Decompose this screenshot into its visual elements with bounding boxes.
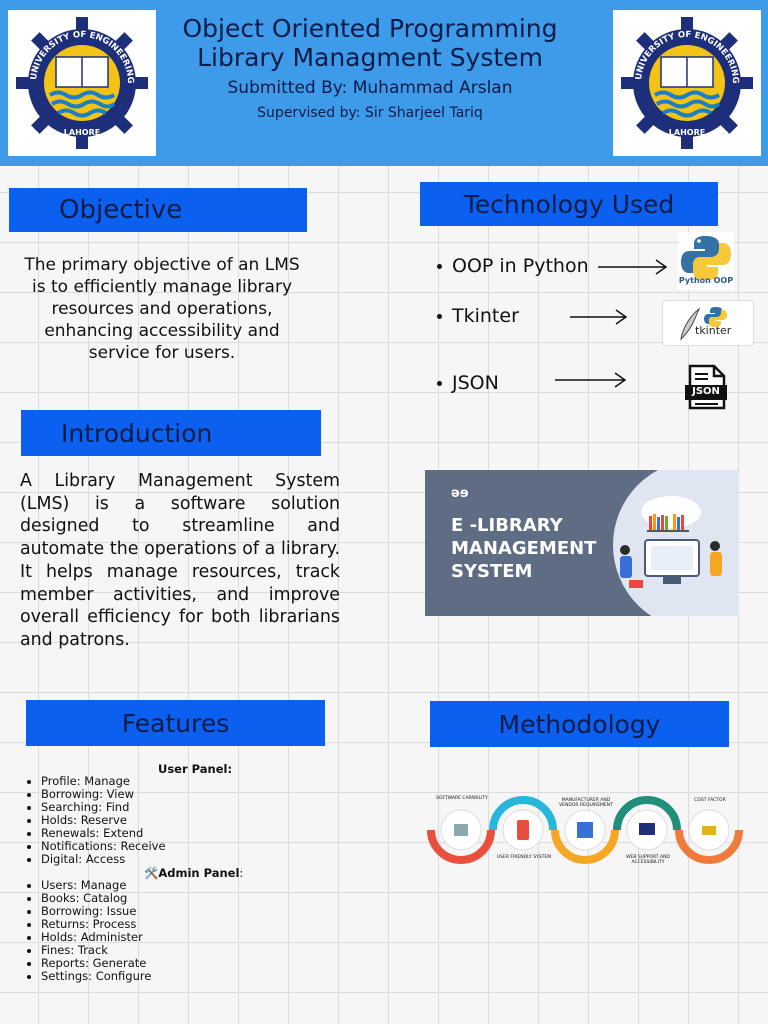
tech-item-tkinter: Tkinter bbox=[437, 305, 519, 327]
list-item: Digital: Access bbox=[41, 853, 241, 866]
list-item: Fines: Track bbox=[41, 944, 241, 957]
tools-icon: 🛠️ bbox=[144, 866, 159, 880]
objective-heading: Objective bbox=[9, 188, 307, 232]
list-item: Books: Catalog bbox=[41, 892, 241, 905]
technology-heading: Technology Used bbox=[420, 182, 718, 226]
list-item: Renewals: Extend bbox=[41, 827, 241, 840]
tech-item-oop-python: OOP in Python bbox=[437, 255, 589, 277]
bullet-icon bbox=[437, 264, 442, 269]
tech-item-label: OOP in Python bbox=[452, 255, 589, 277]
poster-title-line1: Object Oriented Programming bbox=[182, 14, 558, 43]
python-logo-text: Python OOP bbox=[678, 276, 734, 285]
methodology-arc-4 bbox=[613, 796, 681, 831]
library-illustration-icon bbox=[620, 496, 722, 588]
uet-logo-left: UNIVERSITY OF ENGINEERING AND TECHNOLOGY… bbox=[8, 10, 156, 156]
tech-item-json: JSON bbox=[437, 372, 499, 394]
tkinter-logo-text: tkinter bbox=[695, 324, 732, 337]
admin-panel-colon: : bbox=[239, 866, 244, 880]
list-item: Holds: Reserve bbox=[41, 814, 241, 827]
banner-title: E -LIBRARY MANAGEMENT SYSTEM bbox=[451, 514, 596, 583]
poster-title-line2: Library Managment System bbox=[197, 43, 543, 72]
brand-mark: əɘ bbox=[451, 486, 469, 501]
uet-logo-right: UNIVERSITY OF ENGINEERING AND TECHNOLOGY… bbox=[613, 10, 761, 156]
bullet-icon bbox=[437, 314, 442, 319]
list-item: Notifications: Receive bbox=[41, 840, 241, 853]
arrow-right-icon bbox=[570, 309, 628, 325]
introduction-text: A Library Management System (LMS) is a s… bbox=[20, 471, 340, 650]
method-label-1: SOFTWARE CAPABILITY bbox=[436, 796, 488, 801]
json-file-icon bbox=[685, 364, 727, 410]
elibrary-banner: əɘ E -LIBRARY MANAGEMENT SYSTEM bbox=[425, 470, 739, 616]
methodology-diagram bbox=[427, 796, 743, 864]
methodology-arc-3 bbox=[551, 829, 619, 864]
university-seal-icon: UNIVERSITY OF ENGINEERING AND TECHNOLOGY… bbox=[12, 13, 148, 149]
method-label-2: USER FRIENDLY SYSTEM bbox=[496, 855, 552, 860]
admin-panel-title: Admin Panel bbox=[158, 866, 240, 880]
objective-text: The primary objective of an LMS is to ef… bbox=[24, 255, 300, 363]
list-item: Profile: Manage bbox=[41, 775, 241, 788]
list-item: Borrowing: View bbox=[41, 788, 241, 801]
methodology-arc-2 bbox=[489, 796, 557, 831]
banner-line1: E -LIBRARY bbox=[451, 515, 563, 536]
banner-line2: MANAGEMENT bbox=[451, 538, 597, 559]
tkinter-logo-icon bbox=[680, 307, 727, 341]
list-item: Returns: Process bbox=[41, 918, 241, 931]
introduction-heading: Introduction bbox=[21, 410, 321, 456]
list-item: Reports: Generate bbox=[41, 957, 241, 970]
supervised-by: Supervised by: Sir Sharjeel Tariq bbox=[257, 105, 483, 121]
user-panel-list: Profile: Manage Borrowing: View Searchin… bbox=[22, 775, 241, 866]
tkinter-logo: tkinter bbox=[662, 300, 754, 346]
list-item: Settings: Configure bbox=[41, 970, 241, 983]
banner-line3: SYSTEM bbox=[451, 561, 533, 582]
features-heading: Features bbox=[26, 700, 325, 746]
seal-city-text: LAHORE bbox=[64, 128, 100, 137]
method-label-5: COST FACTOR bbox=[694, 798, 726, 803]
python-logo: Python OOP bbox=[678, 232, 734, 290]
python-logo-icon bbox=[681, 236, 731, 280]
arrow-right-icon bbox=[598, 259, 668, 275]
method-label-3: MANUFACTURER AND VENDOR REQUIREMENT bbox=[559, 798, 613, 808]
list-item: Searching: Find bbox=[41, 801, 241, 814]
method-label-4: WEB SUPPORT AND ACCESSIBILITY bbox=[626, 855, 670, 865]
user-panel-title: User Panel: bbox=[158, 762, 233, 776]
methodology-arc-1 bbox=[427, 829, 495, 864]
tech-item-label: JSON bbox=[452, 372, 499, 394]
methodology-heading: Methodology bbox=[430, 701, 729, 747]
tech-item-label: Tkinter bbox=[452, 305, 519, 327]
submitted-by: Submitted By: Muhammad Arslan bbox=[227, 78, 513, 98]
admin-panel-title-row: 🛠️Admin Panel: bbox=[144, 866, 243, 880]
admin-panel-list: Users: Manage Books: Catalog Borrowing: … bbox=[22, 879, 241, 983]
json-logo: JSON bbox=[684, 364, 728, 410]
university-seal-icon: UNIVERSITY OF ENGINEERING AND TECHNOLOGY… bbox=[617, 13, 753, 149]
list-item: Holds: Administer bbox=[41, 931, 241, 944]
arrow-right-icon bbox=[555, 372, 627, 388]
json-logo-text: JSON bbox=[692, 386, 720, 397]
list-item: Borrowing: Issue bbox=[41, 905, 241, 918]
methodology-arc-5 bbox=[675, 829, 743, 864]
seal-city-text: LAHORE bbox=[669, 128, 705, 137]
list-item: Users: Manage bbox=[41, 879, 241, 892]
bullet-icon bbox=[437, 381, 442, 386]
